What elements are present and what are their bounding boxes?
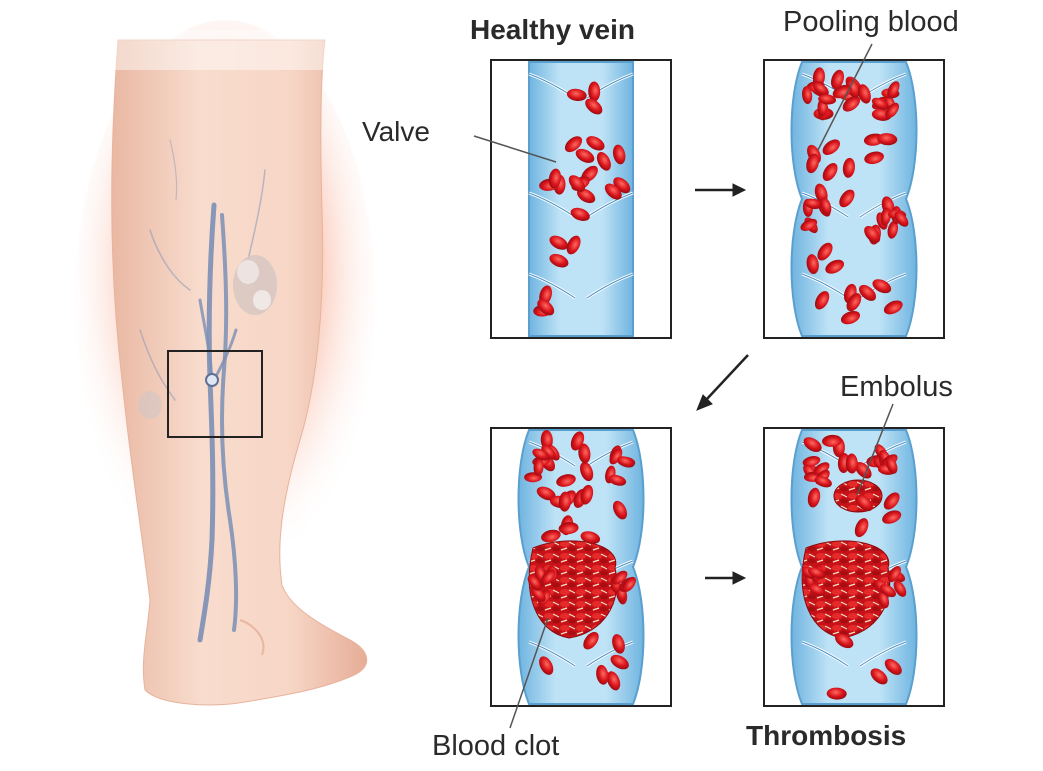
title-healthy-vein: Healthy vein xyxy=(470,16,635,44)
label-pooling-blood: Pooling blood xyxy=(783,8,959,37)
panel-pooling-blood xyxy=(764,60,944,338)
panel-healthy-vein xyxy=(491,60,671,338)
label-valve: Valve xyxy=(362,118,430,146)
panel-thrombosis xyxy=(764,428,944,706)
process-arrows xyxy=(695,184,748,584)
label-blood-clot: Blood clot xyxy=(432,732,559,761)
label-embolus: Embolus xyxy=(840,373,953,402)
panel-blood-clot xyxy=(491,428,671,706)
clot-marker xyxy=(206,374,218,386)
arrow-pooling-to-clot xyxy=(697,355,748,410)
leg-illustration xyxy=(75,20,375,705)
title-thrombosis: Thrombosis xyxy=(746,722,906,750)
arrow-healthy-to-pooling xyxy=(695,184,745,196)
arrow-clot-to-thrombosis xyxy=(705,572,745,584)
